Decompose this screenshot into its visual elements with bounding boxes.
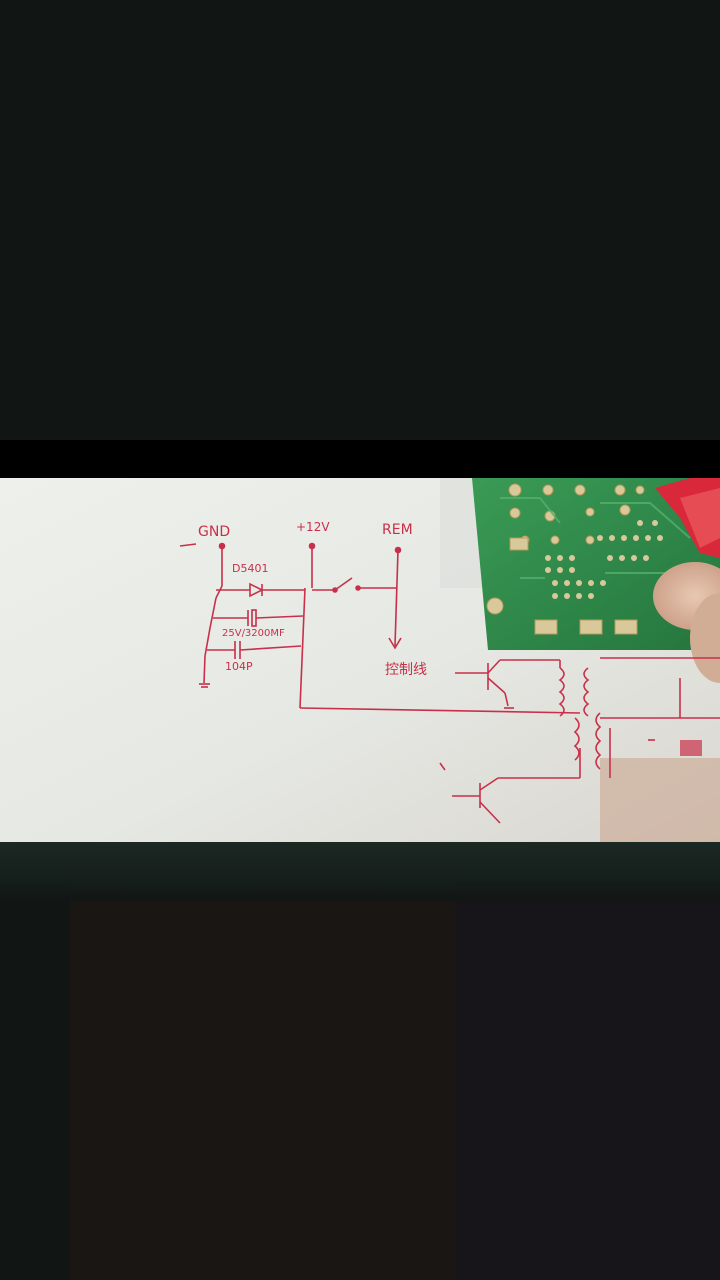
letterbox-top: [0, 0, 720, 440]
letterbox-band: [0, 440, 720, 480]
bottom-right-region: [455, 870, 720, 1280]
blurred-caption-strip: [0, 842, 720, 902]
red-probe: [655, 478, 720, 558]
label-gnd: GND: [198, 524, 230, 540]
bottom-left-region: [70, 870, 455, 1280]
schematic-photo: GND +12V REM D5401 25V/3200MF 104P 控制线: [0, 478, 720, 842]
label-control-line: 控制线: [385, 662, 427, 678]
schematic-drawing: [199, 542, 720, 824]
label-diode: D5401: [232, 562, 268, 575]
label-12v: +12V: [296, 520, 330, 534]
label-cap-small: 104P: [225, 660, 253, 673]
label-capacitor: 25V/3200MF: [222, 628, 285, 639]
label-rem: REM: [382, 522, 413, 538]
